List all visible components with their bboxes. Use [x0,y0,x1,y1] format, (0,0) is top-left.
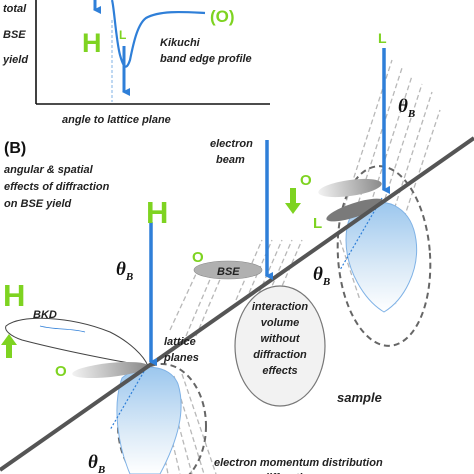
center-theta-symbol: θ [116,259,126,280]
left-momentum-ellipse [117,363,207,474]
panel-b-desc-line-1: angular & spatial [4,164,94,176]
bottom-theta-sub: B [97,464,105,474]
panel-b-desc-line-3: on BSE yield [4,198,72,210]
mid-theta-symbol: θ [313,264,323,285]
lobe-right-o [318,178,382,198]
interaction-line-4: diffraction [253,349,307,361]
green-up-arrow [1,334,17,358]
bkd-lobe [5,317,149,367]
center-theta-sub: B [125,271,133,283]
bse-label: BSE [217,266,240,278]
interaction-line-3: without [260,333,300,345]
lattice-planes-line-2: planes [163,352,199,364]
left-label-o: O [55,363,67,380]
momentum-line-2: diffraction [262,472,316,474]
lobe-center-bse [193,260,263,280]
panel-a-label-l: L [119,28,126,42]
electron-beam-line-1: electron [210,138,253,150]
right-momentum-ellipse [336,165,432,347]
panel-a-label-o: (O) [210,7,235,26]
bottom-theta-symbol: θ [88,452,98,473]
right-theta-symbol: θ [398,96,408,117]
center-label-h: H [146,195,168,230]
panel-a: total BSE yield H L (O) Kikuchi band edg… [2,0,270,126]
right-theta: θB [398,96,415,120]
left-electron-cloud [116,366,182,474]
center-theta: θB [116,259,133,283]
panel-a-ylabel-line-2: BSE [3,29,26,41]
interaction-line-2: volume [261,317,300,329]
sample-surface-line [0,136,474,472]
panel-b: (B) angular & spatial effects of diffrac… [0,30,474,474]
right-dotted-ray [339,197,383,271]
panel-a-xlabel: angle to lattice plane [62,114,171,126]
panel-a-ylabel-line-3: yield [2,54,28,66]
lobe-right-l [326,198,384,222]
lobe-left-o [72,361,148,379]
bkd-lobe-detail [39,325,86,333]
right-theta-sub: B [407,108,415,120]
right-label-o: O [300,172,312,189]
momentum-line-1: electron momentum distribution [214,457,383,469]
lattice-planes-line-1: lattice [164,336,196,348]
mid-theta: θB [313,264,330,288]
panel-b-desc-line-2: effects of diffraction [4,181,110,193]
panel-b-title: (B) [4,140,26,157]
electron-beam-line-2: beam [216,154,245,166]
left-label-h: H [3,278,25,313]
mid-theta-sub: B [322,276,330,288]
bottom-theta: θB [88,452,105,474]
interaction-line-5: effects [262,365,297,377]
green-down-arrow [285,188,301,214]
profile-label-line-1: Kikuchi [160,37,201,49]
right-label-l: L [313,215,322,232]
band-edge-profile-curve [110,0,206,68]
center-label-o: O [192,249,204,266]
bkd-label: BKD [33,309,57,321]
panel-a-label-h: H [82,28,102,58]
profile-label-line-2: band edge profile [160,53,252,65]
interaction-line-1: interaction [252,301,309,313]
panel-a-ylabel-line-1: total [3,3,27,15]
interaction-volume-ellipse [234,285,326,407]
right-beam-label-l: L [378,30,387,46]
sample-label: sample [337,390,382,405]
